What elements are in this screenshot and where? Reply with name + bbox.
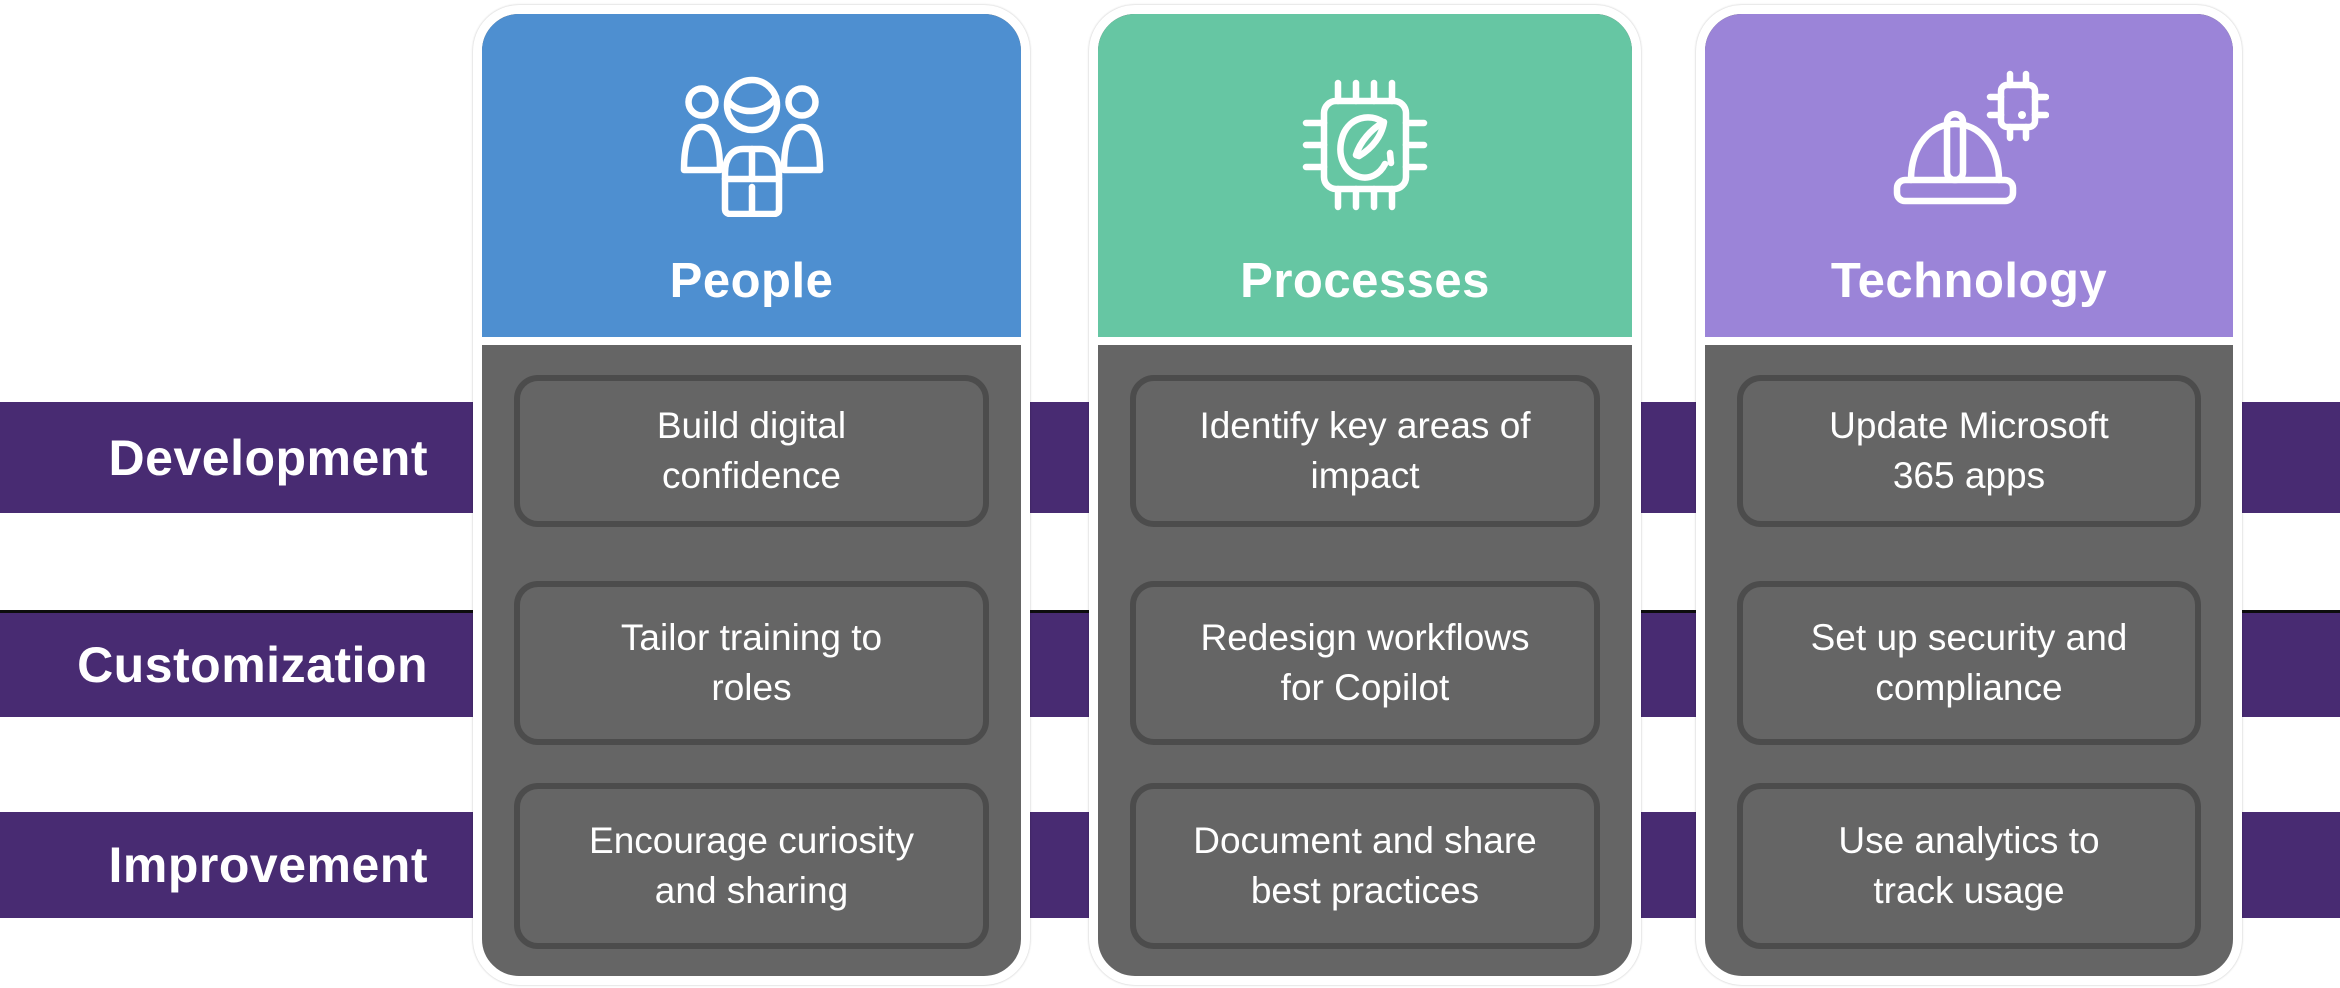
card-people-body: Build digital confidence Tailor training… [482,345,1021,976]
card-title-people: People [669,254,834,308]
row-label-development: Development [108,429,428,486]
cell-technology-development: Update Microsoft 365 apps [1737,375,2201,527]
cell-processes-development: Identify key areas of impact [1130,375,1600,527]
card-people-header: People [482,14,1021,345]
card-processes-header: Processes [1098,14,1632,345]
cell-people-customization: Tailor training to roles [514,581,989,745]
card-technology: Technology Update Microsoft 365 apps Set… [1696,5,2242,985]
card-title-processes: Processes [1240,254,1490,308]
cell-processes-customization: Redesign workflows for Copilot [1130,581,1600,745]
card-people: People Build digital confidence Tailor t… [473,5,1030,985]
card-technology-body: Update Microsoft 365 apps Set up securit… [1705,345,2233,976]
cell-people-improvement: Encourage curiosity and sharing [514,783,989,949]
cell-people-development: Build digital confidence [514,375,989,527]
hardhat-chip-icon [1889,66,2049,218]
cell-technology-improvement: Use analytics to track usage [1737,783,2201,949]
cell-technology-customization: Set up security and compliance [1737,581,2201,745]
row-label-improvement: Improvement [108,837,428,893]
chip-gauge-icon [1290,66,1440,218]
card-technology-header: Technology [1705,14,2233,345]
people-icon [677,66,827,218]
cell-processes-improvement: Document and share best practices [1130,783,1600,949]
card-processes: Processes Identify key areas of impact R… [1089,5,1641,985]
row-label-customization: Customization [77,637,428,693]
card-title-technology: Technology [1830,254,2108,308]
card-processes-body: Identify key areas of impact Redesign wo… [1098,345,1632,976]
